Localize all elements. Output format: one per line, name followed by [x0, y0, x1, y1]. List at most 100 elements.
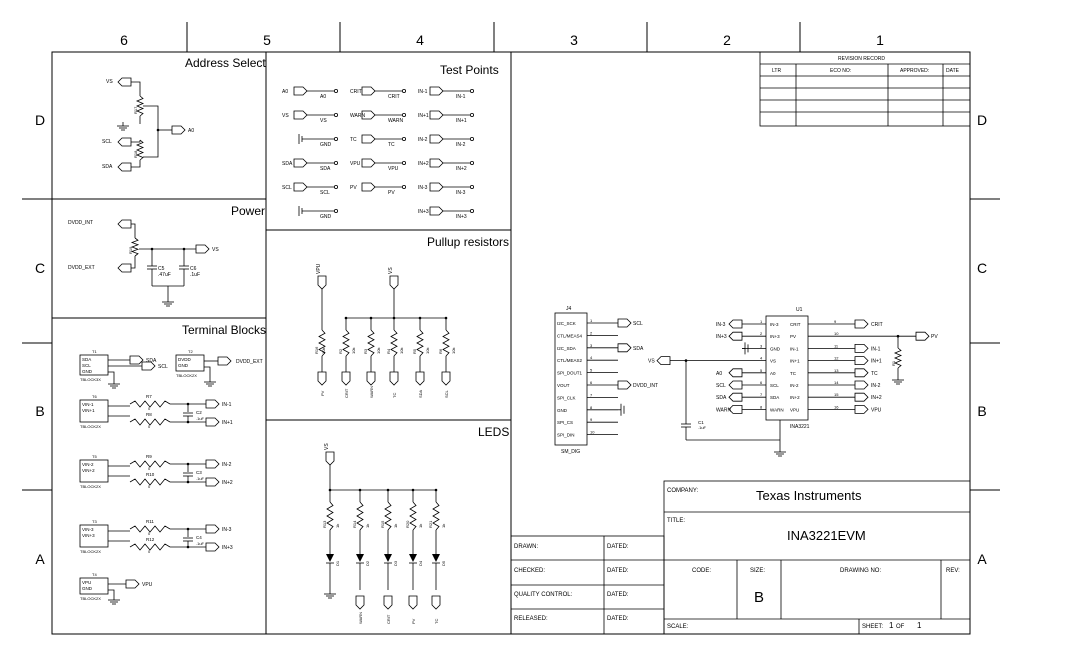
ref-filter-cap: C3 — [196, 470, 202, 475]
net-label-u1-left: A0 — [716, 371, 722, 377]
resistor-r8 — [129, 418, 171, 426]
terminal-block-t4-ref: T4 — [92, 572, 97, 577]
ic-pin-name: IN-2 — [790, 383, 799, 388]
terminal-block-t5 — [79, 459, 109, 483]
connector-pin-number: 2 — [590, 330, 593, 335]
net-label-u1-right: IN+1 — [871, 359, 882, 365]
testpoint-label-in-3: IN-3 — [456, 190, 466, 196]
zone-row-a-right: A — [977, 551, 987, 567]
ref-pullup: R6 — [438, 348, 443, 354]
junction-dot — [444, 316, 448, 320]
ref-pullup: R5 — [412, 348, 417, 354]
terminal-block-t1 — [79, 354, 109, 376]
net-label-led: CRIT — [386, 614, 391, 624]
connector-pin-number: 10 — [590, 430, 595, 435]
revision-record-title: REVISION RECORD — [838, 56, 885, 62]
net-label-in+1: IN+1 — [222, 420, 233, 426]
code-label: CODE: — [692, 568, 712, 574]
test-point — [401, 136, 406, 141]
net-label-in+2: IN+2 — [222, 480, 233, 486]
ic-u1-ref: U1 — [796, 307, 803, 313]
test-point — [333, 160, 338, 165]
section-title-pullup-resistors: Pullup resistors — [427, 235, 510, 249]
junction-dot — [186, 480, 190, 484]
sheet-value: 1 — [889, 621, 894, 630]
ref-shunt: R9 — [146, 454, 152, 459]
terminal-block-t6-ref: T6 — [92, 394, 97, 399]
test-point — [401, 113, 406, 118]
terminal-block-t6 — [79, 399, 109, 423]
of-label: OF — [896, 624, 905, 630]
testpoint-label-sda: SDA — [320, 166, 331, 172]
terminal-block-t3-pin: VIN-3 — [82, 527, 94, 532]
junction-dot — [392, 316, 396, 320]
testpoint-label-scl: SCL — [320, 190, 330, 196]
wire — [131, 140, 141, 143]
ic-u1-part: INA3221 — [790, 424, 810, 430]
junction-dot — [896, 334, 900, 338]
ic-pin-name: SCL — [770, 383, 779, 388]
revision-header-eco: ECO NO: — [830, 68, 852, 74]
terminal-block-t5-ref: T5 — [92, 454, 97, 459]
terminal-block-t2-pin: DVDD — [178, 357, 192, 362]
value-shunt: 0 — [148, 424, 151, 429]
value-c1: .1uF — [698, 425, 707, 430]
connector-pin-number: 1 — [590, 318, 593, 323]
net-label-scl-t1: SCL — [158, 364, 168, 370]
terminal-block-t3-ref: T3 — [92, 519, 97, 524]
drawn-dated-label: DATED: — [607, 544, 629, 550]
value-led-resistor: 1k — [335, 524, 340, 528]
testpoint-label-in+1: IN+1 — [456, 118, 467, 124]
pullup-flag — [341, 371, 351, 386]
terminal-block-t5-pin: VIN+2 — [82, 468, 95, 473]
ref-led-diode: D5 — [441, 560, 446, 566]
resistor-pullup — [442, 329, 450, 357]
net-label-pv-pullup: PV — [320, 390, 325, 396]
test-point — [333, 113, 338, 118]
resistor-led — [356, 501, 364, 531]
wire — [108, 589, 115, 596]
ref-r1: R1 — [891, 360, 896, 366]
testpoint-label-vpu: VPU — [388, 166, 399, 172]
terminal-block-t3-part: TBLOCK2X — [80, 549, 101, 554]
checked-dated-label: DATED: — [607, 568, 629, 574]
vpu-flag — [317, 275, 327, 290]
ic-pin-number: 8 — [760, 404, 763, 409]
ref-led-resistor: R20 — [405, 520, 410, 528]
connector-pin-number: 9 — [590, 417, 593, 422]
test-point — [333, 208, 338, 213]
resistor-led — [384, 501, 392, 531]
ref-shunt: R8 — [146, 412, 152, 417]
u1-flag — [728, 392, 743, 402]
checked-label: CHECKED: — [514, 568, 546, 574]
ref-filter-cap: C2 — [196, 410, 202, 415]
net-label-vs-leds: VS — [324, 443, 330, 450]
company-label: COMPANY: — [667, 488, 699, 494]
resistor-led — [326, 501, 334, 531]
net-label-scl: SCL — [102, 139, 112, 145]
vs-flag — [389, 275, 399, 290]
terminal-block-t2-ref: T2 — [188, 349, 193, 354]
test-point — [401, 89, 406, 94]
net-label-vs-power: VS — [212, 247, 219, 253]
ic-pin-number: 16 — [834, 404, 839, 409]
resistor-led — [432, 501, 440, 531]
pullup-flag — [441, 371, 451, 386]
testpoint-net-in+3: IN+3 — [418, 209, 429, 215]
vs-flag — [117, 77, 132, 87]
net-label-led: WARN — [358, 612, 363, 624]
test-point — [333, 89, 338, 94]
ref-led-resistor: R13 — [322, 520, 327, 528]
connector-pin-name: GND — [557, 408, 568, 413]
connector-pin-name: SPI_CLK — [557, 395, 576, 400]
ic-pin-name: SDA — [770, 395, 779, 400]
net-label-dvdd-ext: DVDD_EXT — [68, 265, 95, 271]
value-filter-cap: .1uF — [196, 541, 205, 546]
zone-column-1: 1 — [876, 32, 884, 48]
connector-pin-name: SPI_DOUT1 — [557, 371, 583, 376]
net-flag — [854, 404, 869, 414]
net-flag — [293, 158, 308, 168]
net-flag — [617, 318, 632, 328]
